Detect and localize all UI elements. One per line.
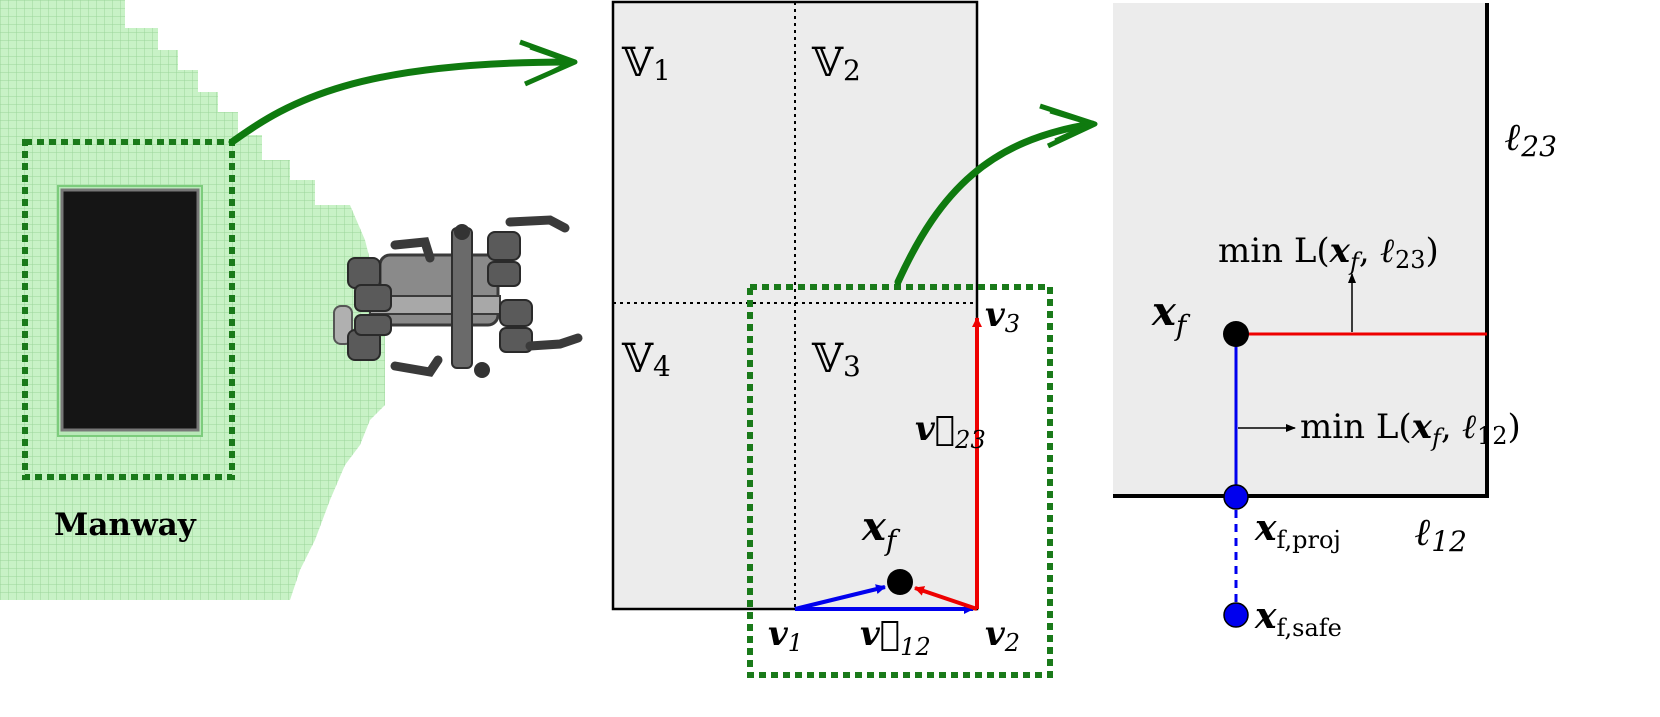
vertex-v2-label: v2 <box>985 614 1020 657</box>
manway-dashed-box <box>22 139 235 480</box>
robot-icon <box>333 215 583 378</box>
zoomed-region <box>1113 3 1487 496</box>
vertex-v3-label: v3 <box>985 295 1020 338</box>
edge-l23-label: ℓ23 <box>1505 114 1557 163</box>
region-v4-label: 𝕍4 <box>621 336 671 383</box>
region-v2-label: 𝕍2 <box>811 40 861 87</box>
point-xf-proj-label: xf,proj <box>1254 507 1341 554</box>
region-v3-label: 𝕍3 <box>811 336 861 383</box>
vector-v23-label: v⃗23 <box>915 409 986 454</box>
edge-l12-label: ℓ12 <box>1415 509 1467 558</box>
manway-rectangle <box>57 185 203 437</box>
vertex-v1-label: v1 <box>768 614 803 657</box>
zoom-arrow-2 <box>894 103 1098 286</box>
blue-arrow-to-xf <box>794 584 886 611</box>
point-xf-proj-marker <box>1223 484 1249 510</box>
region-v1-label: 𝕍1 <box>621 40 671 87</box>
min-distance-l23-annotation: min L(xf, ℓ23) <box>1218 231 1439 276</box>
vector-v12-label: v⃗12 <box>860 614 931 661</box>
min-distance-l12-annotation: min L(xf, ℓ12) <box>1300 407 1521 452</box>
point-xf-safe-label: xf,safe <box>1254 595 1342 642</box>
point-xf-zoom-marker <box>1223 321 1249 347</box>
manway-label: Manway <box>54 507 197 543</box>
point-xf-safe-marker <box>1223 602 1249 628</box>
zoom-arrow-1 <box>228 39 578 146</box>
point-xf-marker <box>887 569 913 595</box>
red-arrow-to-xf <box>914 586 978 611</box>
zoom-dashed-box <box>747 284 1053 678</box>
